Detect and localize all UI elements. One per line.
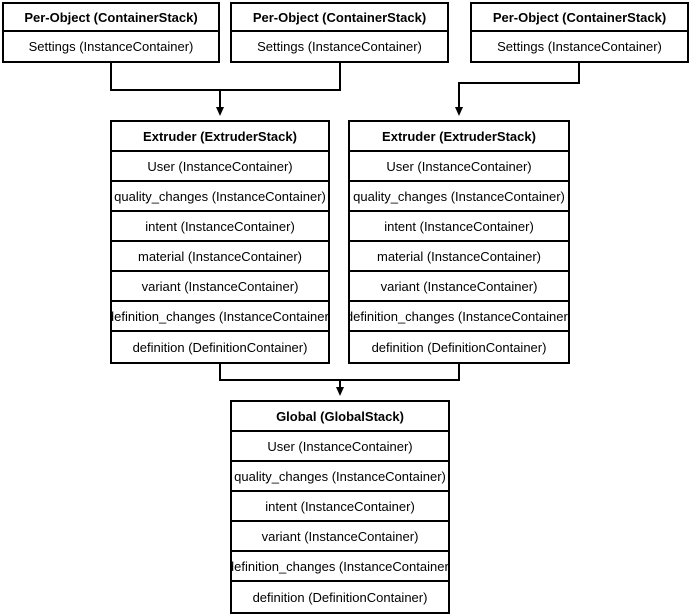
stack-row-definition-changes: definition_changes (InstanceContainer) [350, 302, 568, 332]
stack-row-quality-changes: quality_changes (InstanceContainer) [232, 462, 448, 492]
stack-row-intent: intent (InstanceContainer) [350, 212, 568, 242]
stack-row-definition-changes: definition_changes (InstanceContainer) [112, 302, 328, 332]
stack-header: Per-Object (ContainerStack) [232, 4, 447, 32]
stack-header: Per-Object (ContainerStack) [4, 4, 218, 32]
stack-header: Global (GlobalStack) [232, 402, 448, 432]
stack-row-settings: Settings (InstanceContainer) [28, 39, 194, 54]
stack-header: Extruder (ExtruderStack) [350, 122, 568, 152]
stack-row-variant: variant (InstanceContainer) [112, 272, 328, 302]
per-object-stack-2[interactable]: Per-Object (ContainerStack) Settings (In… [230, 2, 449, 63]
stack-row-quality-changes: quality_changes (InstanceContainer) [112, 182, 328, 212]
stack-row-material: material (InstanceContainer) [350, 242, 568, 272]
stack-header: Per-Object (ContainerStack) [472, 4, 687, 32]
stack-row-settings: Settings (InstanceContainer) [257, 39, 422, 54]
extruder-stack-1[interactable]: Extruder (ExtruderStack) User (InstanceC… [110, 120, 330, 364]
per-object-stack-3[interactable]: Per-Object (ContainerStack) Settings (In… [470, 2, 689, 63]
stack-row-definition-changes: definition_changes (InstanceContainer) [232, 552, 448, 582]
stack-row-quality-changes: quality_changes (InstanceContainer) [350, 182, 568, 212]
stack-row-definition: definition (DefinitionContainer) [371, 339, 547, 355]
stack-row-user: User (InstanceContainer) [350, 152, 568, 182]
stack-row-definition: definition (DefinitionContainer) [132, 339, 308, 355]
per-object-stack-1[interactable]: Per-Object (ContainerStack) Settings (In… [2, 2, 220, 63]
stack-row-variant: variant (InstanceContainer) [232, 522, 448, 552]
global-stack[interactable]: Global (GlobalStack) User (InstanceConta… [230, 400, 450, 614]
stack-header: Extruder (ExtruderStack) [112, 122, 328, 152]
stack-row-variant: variant (InstanceContainer) [350, 272, 568, 302]
extruder-stack-2[interactable]: Extruder (ExtruderStack) User (InstanceC… [348, 120, 570, 364]
stack-row-user: User (InstanceContainer) [112, 152, 328, 182]
stack-row-material: material (InstanceContainer) [112, 242, 328, 272]
stack-row-intent: intent (InstanceContainer) [232, 492, 448, 522]
stack-row-settings: Settings (InstanceContainer) [497, 39, 662, 54]
stack-row-intent: intent (InstanceContainer) [112, 212, 328, 242]
stack-row-user: User (InstanceContainer) [232, 432, 448, 462]
stack-row-definition: definition (DefinitionContainer) [252, 589, 428, 605]
